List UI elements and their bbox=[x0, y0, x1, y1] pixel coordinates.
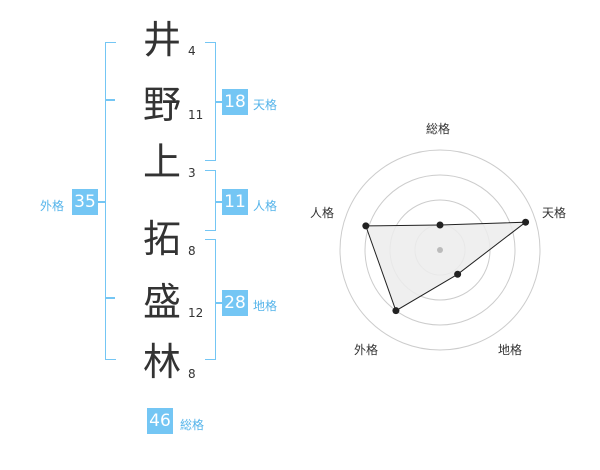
name-char-3: 上 bbox=[142, 140, 181, 184]
name-char-1: 井 bbox=[142, 18, 181, 62]
tenkaku-badge: 18 bbox=[222, 89, 248, 115]
stroke-count-1: 4 bbox=[188, 44, 196, 58]
radar-point-2 bbox=[522, 218, 530, 226]
radar-center-point bbox=[437, 247, 443, 253]
radar-point-4 bbox=[392, 307, 400, 315]
stroke-count-5: 12 bbox=[188, 306, 204, 320]
gaikaku-label: 外格 bbox=[40, 199, 65, 213]
radar-axis-label-1: 総格 bbox=[426, 122, 451, 136]
jinkaku-bracket bbox=[205, 170, 216, 231]
radar-axis-label-2: 天格 bbox=[542, 206, 567, 220]
radar-axis-label-3: 地格 bbox=[498, 343, 523, 357]
radar-point-1 bbox=[436, 221, 444, 229]
chikaku-label: 地格 bbox=[253, 299, 278, 313]
jinkaku-label: 人格 bbox=[253, 199, 278, 213]
name-char-2: 野 bbox=[142, 83, 181, 127]
tenkaku-bracket-tick bbox=[215, 101, 222, 103]
radar-point-3 bbox=[454, 270, 462, 278]
radar-axis-label-5: 人格 bbox=[310, 206, 335, 220]
stroke-count-6: 8 bbox=[188, 367, 196, 381]
gaikaku-badge: 35 bbox=[72, 189, 98, 215]
chikaku-bracket bbox=[205, 239, 216, 360]
chikaku-bracket-tick bbox=[215, 302, 222, 304]
soukaku-badge: 46 bbox=[147, 408, 173, 434]
radar-point-5 bbox=[362, 222, 370, 230]
radar-grid-ring bbox=[339, 149, 541, 351]
name-char-4: 拓 bbox=[142, 217, 181, 261]
gaikaku-bracket-tick-1 bbox=[105, 99, 115, 101]
jinkaku-badge: 11 bbox=[222, 189, 248, 215]
gaikaku-bracket-tick-2 bbox=[105, 297, 115, 299]
stroke-count-2: 11 bbox=[188, 108, 204, 122]
jinkaku-bracket-tick bbox=[215, 201, 222, 203]
stroke-count-3: 3 bbox=[188, 166, 196, 180]
name-char-6: 林 bbox=[142, 340, 181, 384]
gaikaku-bracket bbox=[105, 42, 116, 360]
stroke-count-4: 8 bbox=[188, 244, 196, 258]
radar-grid-ring bbox=[364, 174, 516, 326]
radar-axis-label-4: 外格 bbox=[354, 343, 379, 357]
tenkaku-label: 天格 bbox=[253, 98, 278, 112]
chikaku-badge: 28 bbox=[222, 290, 248, 316]
radar-series-area bbox=[365, 221, 528, 312]
gaikaku-bracket-tick-mid bbox=[98, 201, 105, 203]
soukaku-label: 総格 bbox=[180, 418, 205, 432]
name-char-5: 盛 bbox=[142, 280, 181, 324]
